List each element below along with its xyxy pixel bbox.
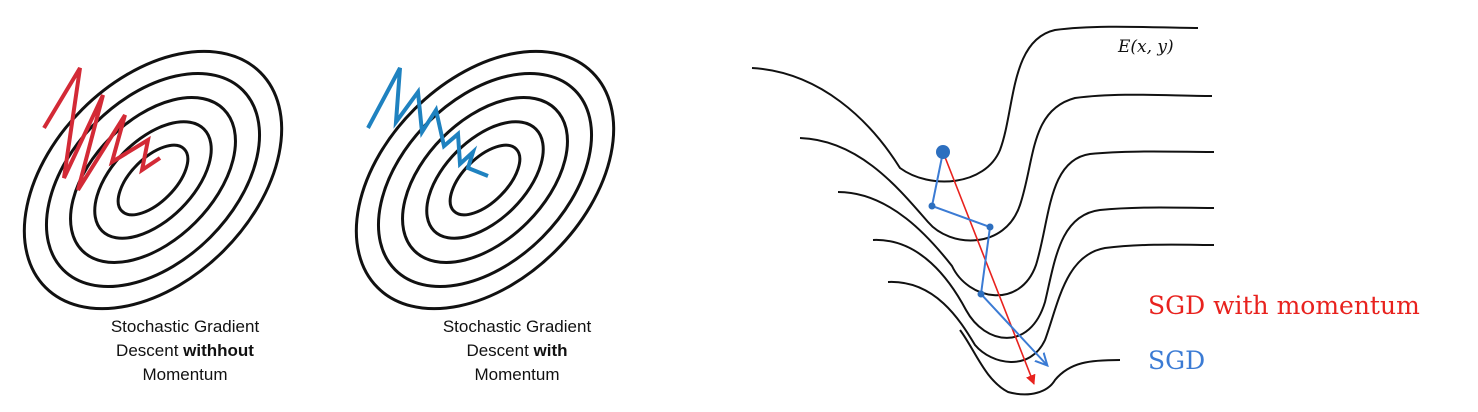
sgd-path-with-momentum <box>366 67 489 178</box>
landscape-curve-5 <box>887 243 1215 363</box>
caption-with-line2-prefix: Descent <box>466 341 533 360</box>
caption-with-keyword: with <box>533 341 568 360</box>
contour-ellipse <box>22 49 284 311</box>
sgd-stochastic-path <box>930 151 1046 364</box>
panel-without-momentum: Stochastic Gradient Descent withhout Mom… <box>22 49 284 384</box>
sgd-step-point <box>928 202 936 210</box>
caption-without-line2: Descent withhout <box>116 341 254 360</box>
contour-ellipse <box>93 120 213 240</box>
landscape-curve-3 <box>837 150 1215 297</box>
panel-error-landscape: E(x, y) SGD with momentum SGD <box>751 25 1420 396</box>
landscape-curve-2 <box>799 93 1213 242</box>
landscape-curve-1 <box>751 25 1199 183</box>
caption-without-keyword: withhout <box>182 341 254 360</box>
contour-ellipse <box>116 143 190 217</box>
caption-without-line3: Momentum <box>142 365 227 384</box>
legend-sgd-label: SGD <box>1148 346 1205 375</box>
function-label: E(x, y) <box>1117 37 1174 57</box>
caption-with-line2: Descent with <box>466 341 567 360</box>
sgd-zigzag-path-no-momentum <box>42 66 162 192</box>
panel-with-momentum: Stochastic Gradient Descent with Momentu… <box>354 49 616 384</box>
caption-with-line3: Momentum <box>474 365 559 384</box>
caption-with-line1: Stochastic Gradient <box>443 317 592 336</box>
sgd-step-point <box>986 223 994 231</box>
momentum-direction-arrow <box>942 151 1036 385</box>
contour-ellipse <box>425 120 545 240</box>
contour-ellipse <box>44 71 262 289</box>
contour-ellipse <box>448 143 522 217</box>
caption-without-line1: Stochastic Gradient <box>111 317 260 336</box>
start-point <box>936 145 950 159</box>
landscape-curve-4 <box>872 206 1215 339</box>
contour-set-middle <box>354 49 616 311</box>
landscape-curves <box>751 25 1215 396</box>
contour-set-left <box>22 49 284 311</box>
legend-momentum-label: SGD with momentum <box>1148 291 1420 320</box>
contour-ellipse <box>354 49 616 311</box>
landscape-curve-6 <box>959 329 1121 396</box>
sgd-step-point <box>977 290 985 298</box>
contour-ellipse <box>376 71 594 289</box>
caption-without-line2-prefix: Descent <box>116 341 183 360</box>
contour-ellipse <box>401 96 569 264</box>
